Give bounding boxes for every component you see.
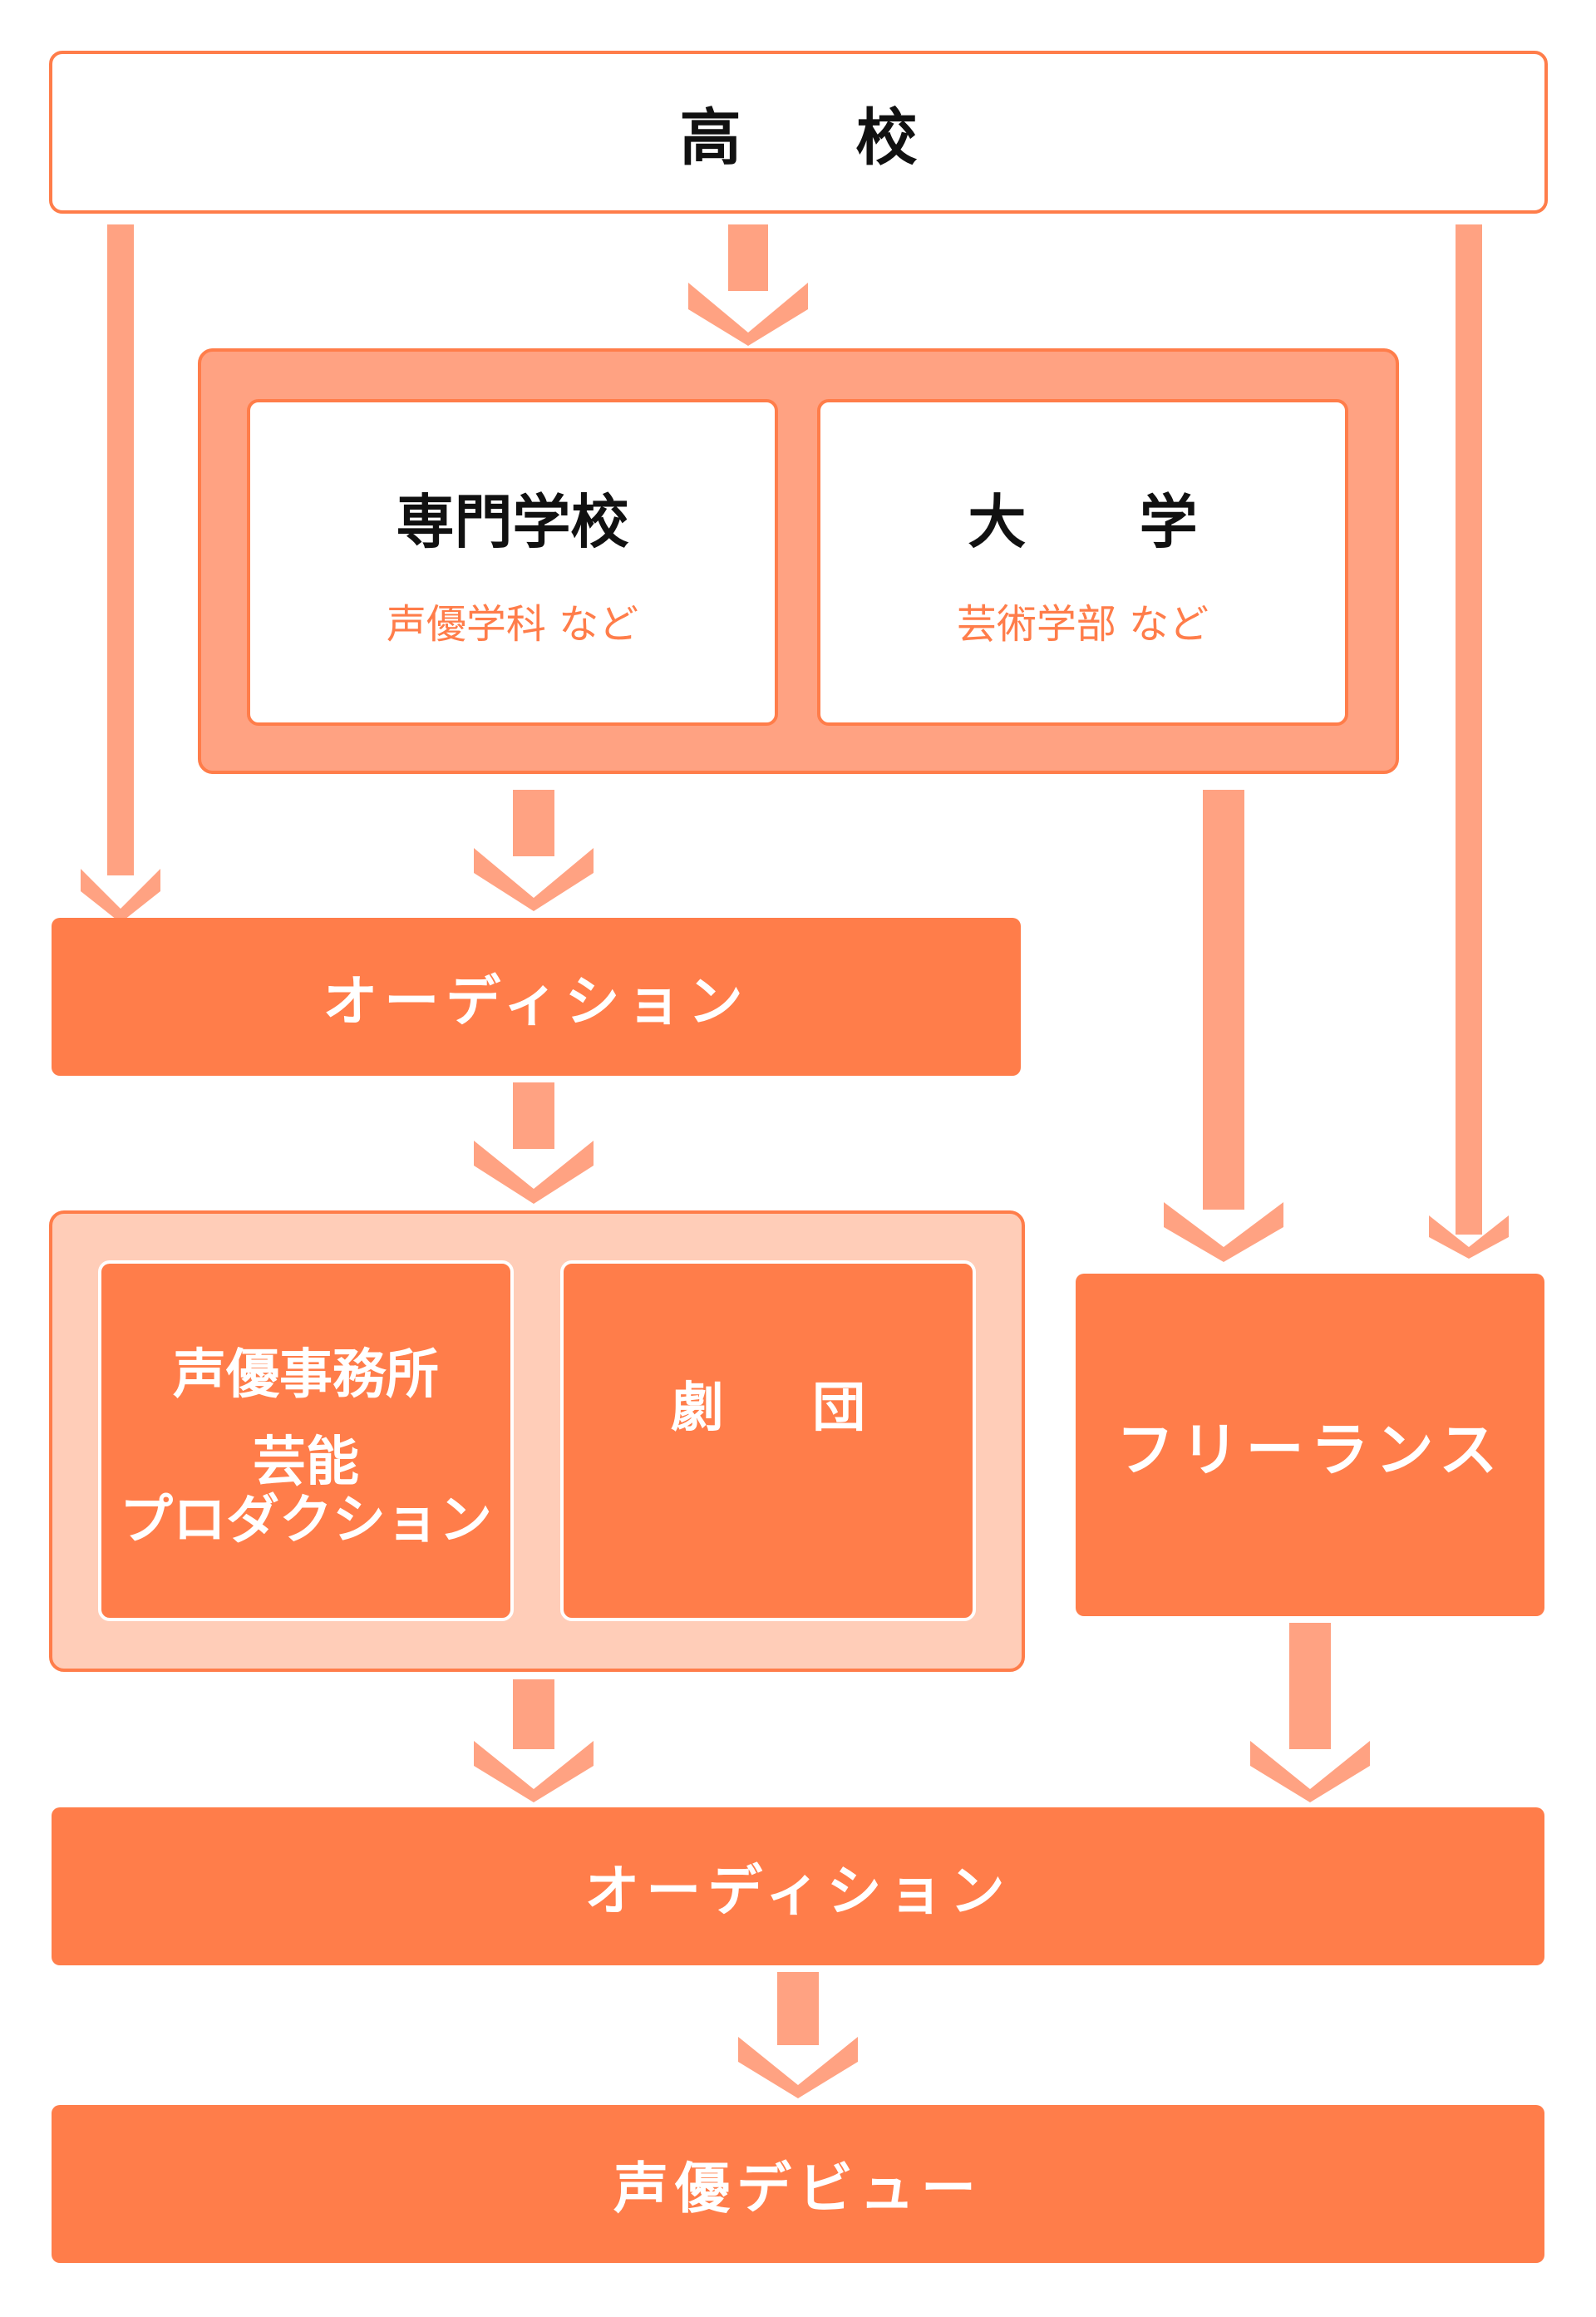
audition-label-1: オーディション	[323, 969, 750, 1033]
freelance-box: フリーランス	[1076, 1274, 1544, 1616]
high-school-box: 高 校	[49, 51, 1548, 214]
theater-troupe-card: 劇 団	[560, 1260, 976, 1621]
arrow-head-audition2-debut	[738, 2037, 858, 2098]
arrow-shaft-right	[1456, 224, 1482, 1235]
university-subtitle: 芸術学部 など	[956, 601, 1209, 648]
university-card: 大 学 芸術学部 など	[817, 399, 1348, 726]
audition-label-2: オーディション	[584, 1859, 1012, 1923]
arrow-head-edu-audition	[474, 848, 594, 911]
freelance-label: フリーランス	[1116, 1415, 1505, 1484]
arrow-head-left	[81, 869, 160, 923]
arrow-shaft-audition-agency	[513, 1082, 554, 1149]
vocational-school-title: 専門学校	[396, 488, 629, 556]
arrow-shaft-audition2-debut	[777, 1972, 819, 2045]
debut-box: 声優デビュー	[52, 2105, 1544, 2263]
arrow-head-right	[1429, 1215, 1509, 1259]
audition-box-2: オーディション	[52, 1807, 1544, 1965]
arrow-shaft-freelance-audition2	[1289, 1623, 1331, 1749]
audition-box-1: オーディション	[52, 918, 1021, 1076]
arrow-shaft-top-center	[728, 224, 768, 291]
arrow-head-edu-freelance	[1164, 1202, 1283, 1262]
vocational-school-card: 専門学校 声優学科 など	[247, 399, 778, 726]
voice-agency-card: 声優事務所 芸能 プロダクション	[98, 1260, 514, 1621]
arrow-head-agency-audition2	[474, 1741, 594, 1802]
talent-label: 芸能	[253, 1431, 359, 1493]
arrow-shaft-left	[107, 224, 134, 875]
arrow-shaft-agency-audition2	[513, 1679, 554, 1749]
arrow-head-top-center	[688, 283, 808, 346]
university-title: 大 学	[968, 488, 1244, 556]
arrow-head-freelance-audition2	[1250, 1741, 1370, 1802]
theater-troupe-title: 劇 団	[670, 1378, 901, 1439]
arrow-shaft-edu-freelance	[1203, 790, 1244, 1210]
voice-agency-title: 声優事務所	[173, 1343, 439, 1406]
debut-label: 声優デビュー	[613, 2157, 983, 2221]
arrow-shaft-edu-audition	[513, 790, 554, 856]
arrow-head-audition-agency	[474, 1141, 594, 1204]
vocational-school-subtitle: 声優学科 など	[386, 601, 639, 648]
high-school-label: 高 校	[679, 101, 964, 174]
production-label: プロダクション	[120, 1490, 492, 1551]
